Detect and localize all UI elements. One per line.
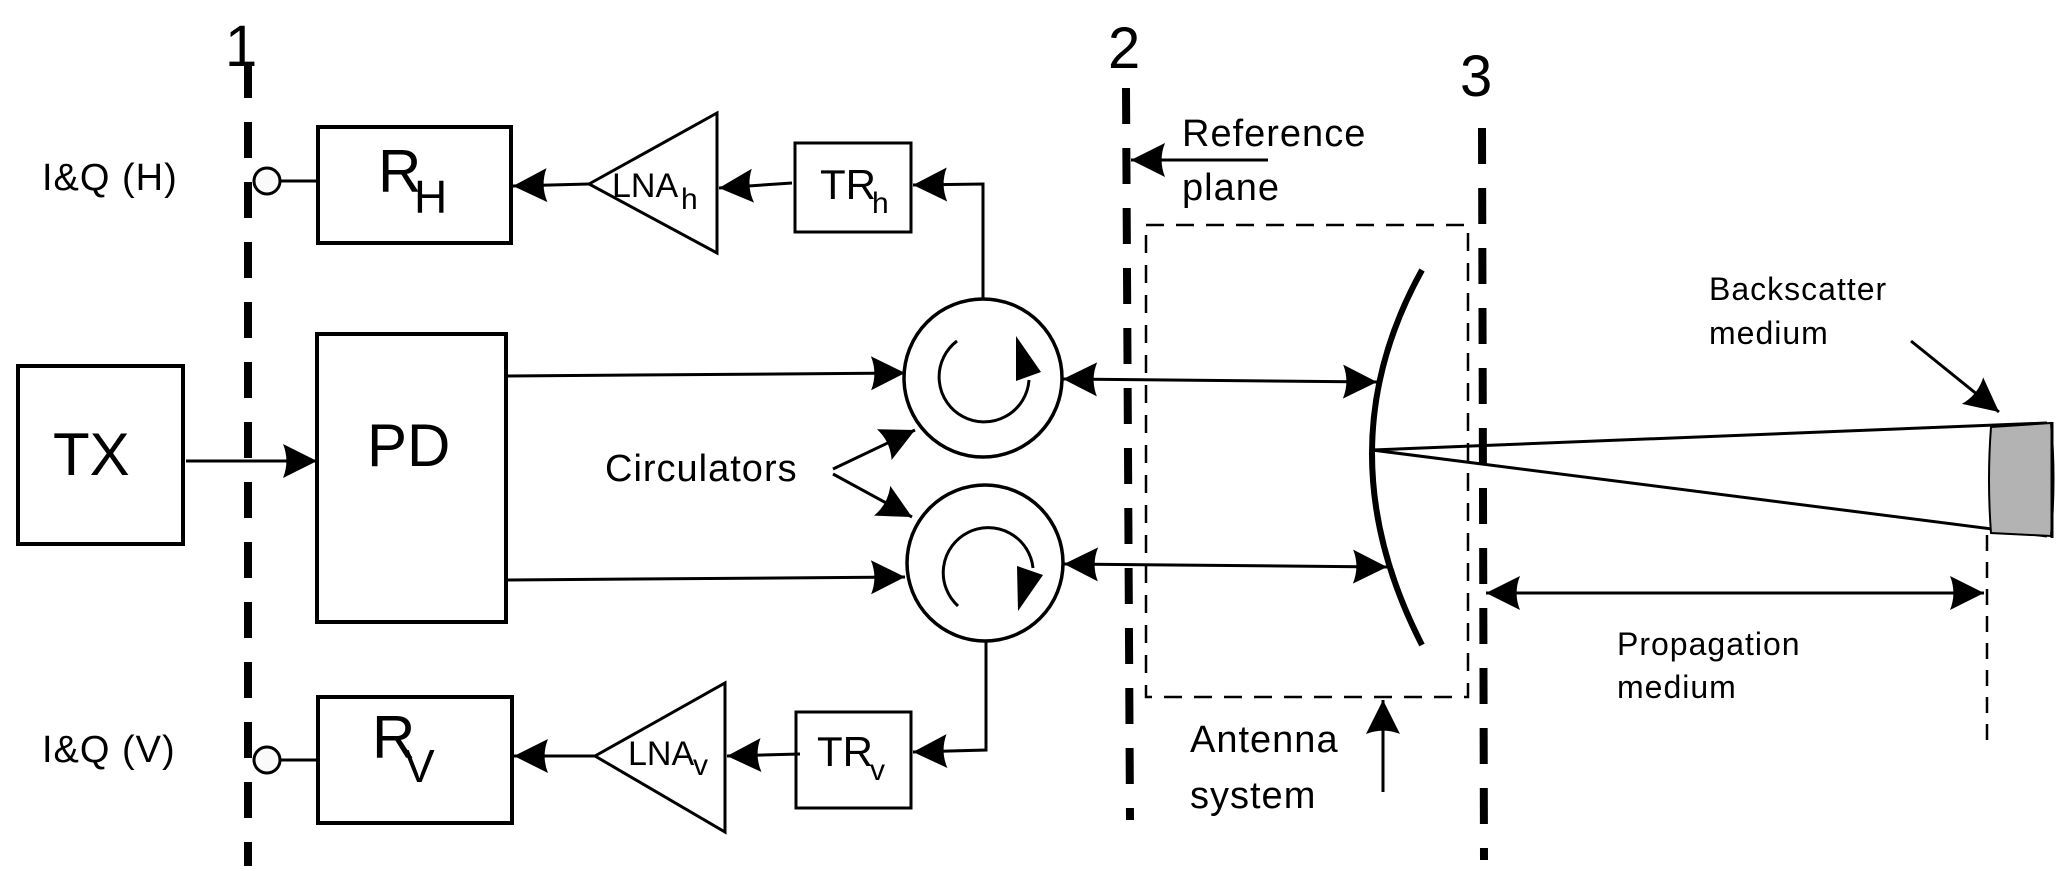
circulators-pointer-h: [832, 428, 916, 471]
reference-plane-3: [1478, 127, 1488, 861]
pd-to-circulator-v-arrow: [505, 560, 906, 595]
antenna-system-label-line1: Antenna: [1190, 719, 1339, 761]
receiver-v-subscript: V: [404, 740, 435, 792]
power-divider-block: PD: [315, 332, 508, 624]
lna-h-label: LNA: [612, 167, 678, 205]
plane-2-label: 2: [1108, 16, 1140, 81]
reference-plane-label-line1: Reference: [1182, 113, 1366, 155]
lna-v-amplifier: LNA v: [591, 680, 727, 835]
receiver-v-block: R V: [316, 695, 514, 825]
backscatter-medium-label-line2: medium: [1709, 315, 1829, 351]
backscatter-medium-pointer: [1910, 339, 2000, 414]
tr-h-to-lna-h-arrow: [718, 168, 793, 203]
reference-plane-label-line2: plane: [1182, 167, 1280, 209]
receiver-h-block: R H: [316, 125, 513, 245]
tr-h-label: TR: [820, 161, 876, 208]
receiver-h-label: R: [378, 138, 421, 205]
lna-h-to-rh-arrow: [512, 168, 590, 203]
propagation-medium-label-line1: Propagation: [1617, 626, 1801, 662]
tr-h-block: TR h: [793, 141, 913, 234]
lna-v-label: LNA: [628, 735, 694, 773]
backscatter-medium-label-line1: Backscatter: [1709, 271, 1887, 307]
lna-v-subscript: v: [693, 749, 708, 782]
circulator-h-antenna-link: [1062, 362, 1378, 399]
circulators-label: Circulators: [605, 448, 798, 490]
iq-v-port-label: I&Q (V): [42, 729, 176, 771]
plane-1-label: 1: [225, 14, 257, 79]
reference-plane-2: [1122, 87, 1134, 821]
lna-h-amplifier: LNA h: [585, 110, 719, 256]
tr-v-subscript: v: [870, 754, 885, 787]
circulator-h: [902, 297, 1064, 459]
receiver-h-subscript: H: [414, 171, 447, 223]
lna-h-subscript: h: [681, 183, 698, 216]
tr-v-label: TR: [817, 728, 873, 775]
transmitter-block: TX: [16, 364, 185, 546]
iq-h-port-terminal: [252, 166, 282, 196]
antenna-system-boundary: [1144, 223, 1470, 699]
tr-v-to-lna-v-arrow: [726, 738, 801, 773]
power-divider-label: PD: [367, 412, 450, 479]
circulators-pointer-v: [832, 472, 913, 519]
beam-lower-edge: [1371, 448, 2048, 538]
backscatter-volume: [1988, 421, 2055, 538]
circulator-h-to-tr-h-arrow: [912, 167, 985, 300]
antenna-system-label-line2: system: [1190, 775, 1316, 817]
circulator-v-antenna-link: [1063, 547, 1388, 584]
iq-v-port-terminal: [252, 745, 282, 775]
propagation-medium-label-line2: medium: [1617, 669, 1737, 705]
antenna-reflector: [1369, 268, 1425, 647]
circulator-v: [905, 483, 1065, 643]
receiver-v-label: R: [372, 704, 415, 771]
iq-h-port-label: I&Q (H): [42, 157, 178, 199]
pd-to-circulator-h-arrow: [505, 356, 906, 391]
tr-v-block: TR v: [794, 710, 913, 810]
transmitter-label: TX: [53, 421, 130, 488]
circulator-v-to-tr-v-arrow: [912, 640, 988, 769]
tr-h-subscript: h: [872, 187, 889, 220]
plane-3-label: 3: [1460, 44, 1492, 109]
beam-upper-edge: [1371, 421, 2048, 452]
